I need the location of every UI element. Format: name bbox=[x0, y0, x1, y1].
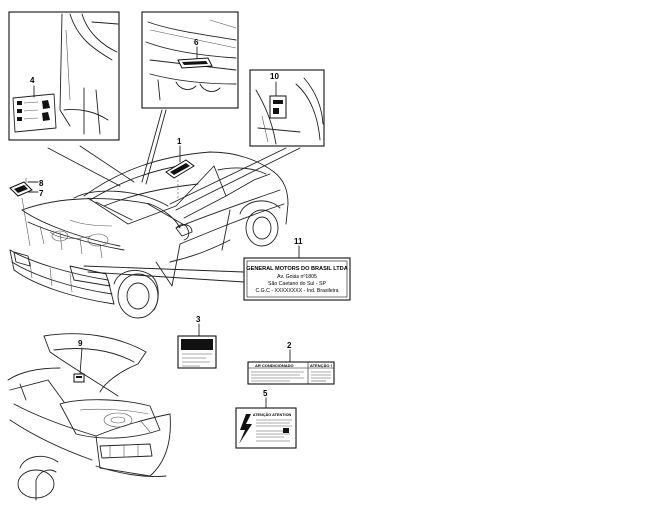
sticker-9: 9 bbox=[73, 339, 85, 383]
callout-10: 10 bbox=[270, 72, 279, 81]
sticker-10 bbox=[269, 95, 287, 119]
callout-9: 9 bbox=[78, 339, 83, 348]
warning-title: ATENÇÃO ATENTION bbox=[253, 412, 292, 417]
label-5-warning: 5 ATENÇÃO ATENTION bbox=[235, 389, 297, 449]
inset-console: 6 bbox=[141, 11, 239, 109]
lightning-icon bbox=[239, 414, 252, 444]
sticker-6 bbox=[177, 57, 213, 69]
inset-dashboard: 10 bbox=[249, 69, 325, 147]
callout-8: 8 bbox=[39, 179, 44, 188]
callout-11: 11 bbox=[294, 237, 303, 246]
callout-2: 2 bbox=[287, 341, 292, 350]
sticker-1: 1 bbox=[165, 137, 195, 200]
label-3: 3 bbox=[177, 315, 217, 369]
callout-3: 3 bbox=[196, 315, 201, 324]
plate-line-4: C.G.C - XXXXXXXX - Ind. Brasileira bbox=[255, 288, 338, 294]
callout-6: 6 bbox=[194, 38, 199, 47]
plate-line-3: São Caetano do Sul - SP bbox=[268, 281, 327, 287]
inset-door-label: 4 bbox=[8, 11, 120, 141]
ac-label-left: AR CONDICIONADO bbox=[255, 363, 294, 368]
car-front-view bbox=[9, 151, 289, 319]
nameplate-11: 11 GENERAL MOTORS DO BRASIL LTDA Av. Goi… bbox=[83, 237, 351, 301]
callout-5: 5 bbox=[263, 389, 268, 398]
plate-line-2: Av. Goiás nº1805 bbox=[277, 274, 317, 280]
ac-label-right: ATENÇÃO ! bbox=[310, 363, 332, 368]
callout-1: 1 bbox=[177, 137, 182, 146]
car-rear-view bbox=[7, 333, 171, 501]
plate-line-1: GENERAL MOTORS DO BRASIL LTDA bbox=[246, 266, 348, 272]
sticker-7-8: 8 7 bbox=[9, 178, 44, 247]
callout-4: 4 bbox=[30, 76, 35, 85]
label-2-ac: 2 AR CONDICIONADO ATENÇÃO ! bbox=[247, 341, 335, 385]
callout-7: 7 bbox=[39, 189, 44, 198]
inset-leaders bbox=[47, 109, 301, 211]
sticker-4 bbox=[12, 93, 57, 133]
